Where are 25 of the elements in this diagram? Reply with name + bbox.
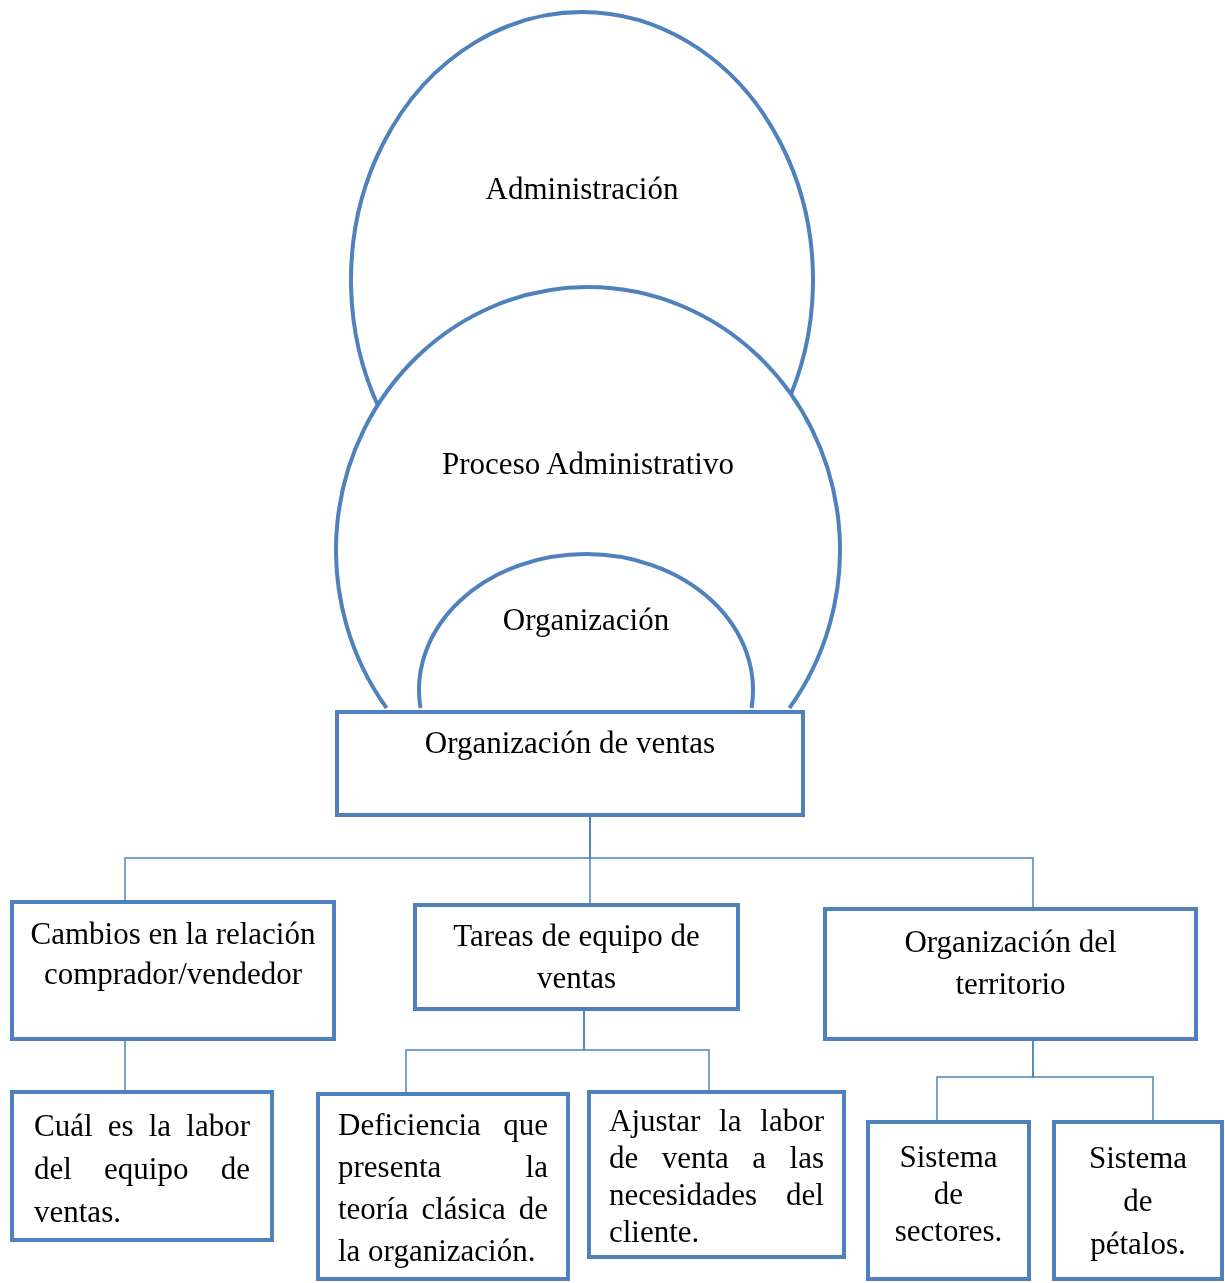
text-box [866,1120,1031,1281]
connector-line [124,1040,126,1091]
text-box [335,710,805,817]
node-label: Cuál es la labor del equipo de ventas. [34,1107,250,1231]
node-label: Administración [484,170,680,208]
text-box [10,1090,274,1242]
node-label: Cambios en la relación comprador/vendedor [29,915,317,993]
text-box [413,903,740,1011]
node-label: Deficiencia que presenta la teoría clásica de la organización. [338,1106,548,1270]
node-label: Sistema de pétalos. [1087,1139,1189,1263]
connector-line [1032,1040,1154,1121]
node-label: Organización de ventas [423,724,717,762]
node-label: Sistema de sectores. [893,1138,1004,1249]
node-label: Ajustar la labor de venta a las necesidades del cliente. [609,1102,824,1250]
connector-line [583,1010,710,1091]
node-label: Organización del territorio [903,923,1118,1003]
text-box [10,900,336,1041]
text-box [587,1090,846,1259]
node-label: Tareas de equipo de ventas [452,917,701,997]
connector-line [589,816,1034,908]
text-box [1052,1120,1224,1281]
text-box [823,907,1198,1041]
node-label: Proceso Administrativo [441,445,735,483]
node-label: Organización [501,601,671,639]
text-box [316,1092,570,1281]
